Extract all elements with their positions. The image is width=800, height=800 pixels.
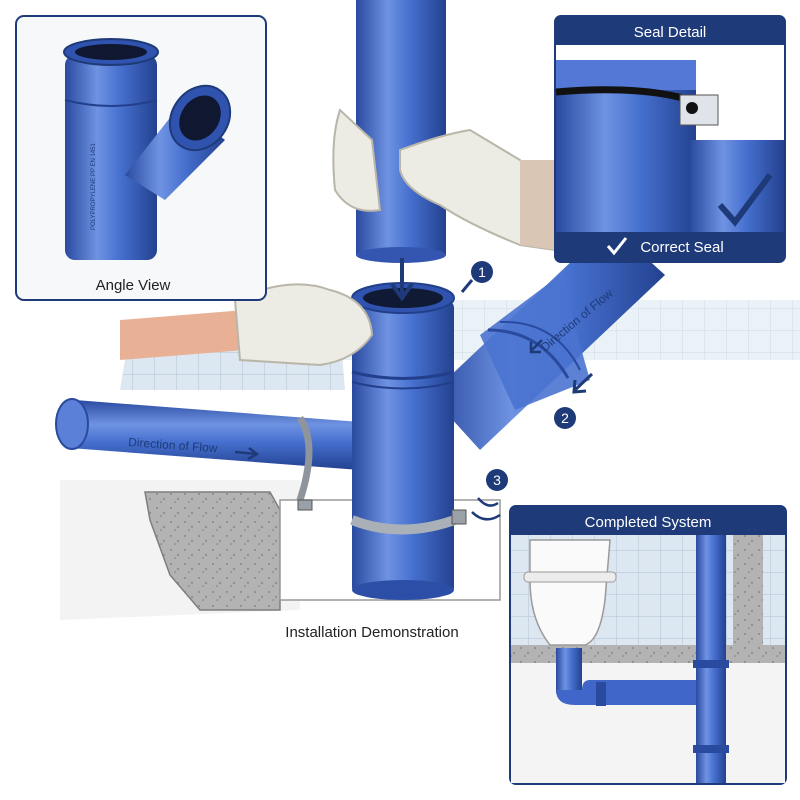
right-glove-top: [399, 128, 556, 252]
step-number-1: 1: [478, 264, 486, 280]
pipe-clamp-bottom: [350, 513, 462, 535]
floor-slab: [511, 645, 785, 663]
step-marker-1: 1: [460, 261, 493, 293]
seal-detail-panel: Seal Detail Correct Seal: [554, 15, 786, 263]
upper-pipe: [356, 0, 446, 255]
angle-view-fitting: [65, 55, 157, 260]
insertion-arrow-icon: [390, 258, 414, 302]
arrow-diagonal-icon: [572, 372, 594, 394]
step-number-3: 3: [493, 472, 501, 488]
completed-system-panel: Completed System: [509, 505, 787, 785]
seal-detail-caption: Correct Seal: [640, 239, 723, 256]
flow-arrow-branch-icon: [529, 339, 543, 354]
main-caption: Installation Demonstration: [285, 624, 458, 641]
seal-detail-footer: [556, 232, 784, 261]
toilet-drain-pipe: [556, 648, 582, 693]
seal-detail-header: [556, 17, 784, 45]
checkmark-icon: [606, 237, 628, 256]
horizontal-drain: [556, 680, 700, 705]
step-marker-2: 2: [554, 372, 594, 429]
pipe-assembly: [55, 0, 665, 600]
holding-glove: [233, 283, 374, 367]
seal-detail-title: Seal Detail: [634, 24, 707, 41]
vertical-stack: [696, 535, 726, 783]
arm: [120, 310, 245, 360]
step-marker-3: 3: [471, 469, 508, 521]
step-number-2: 2: [561, 410, 569, 426]
tee-fitting: [352, 300, 454, 595]
angle-view-caption: Angle View: [96, 277, 171, 294]
completed-system-title: Completed System: [585, 514, 712, 531]
horizontal-pipe: [70, 400, 360, 470]
flow-label-horizontal: Direction of Flow: [128, 435, 218, 455]
angle-view-panel: POLYPROPYLENE PP EN 1451 Angle View: [15, 15, 267, 301]
horizontal-pipe-end: [55, 398, 89, 450]
left-glove-top: [332, 108, 382, 212]
pipe-clamp-horizontal: [296, 416, 313, 502]
concrete-block: [144, 491, 281, 611]
toilet: [529, 539, 611, 646]
checkmark-large-icon: [717, 173, 773, 227]
angle-view-marking: POLYPROPYLENE PP EN 1451: [91, 143, 97, 230]
hands: [120, 108, 556, 367]
completed-system-header: [511, 507, 785, 535]
seal-ring: [555, 86, 692, 104]
rotate-arrow-icon: [471, 497, 501, 521]
flow-arrow-horizontal-icon: [234, 447, 260, 461]
